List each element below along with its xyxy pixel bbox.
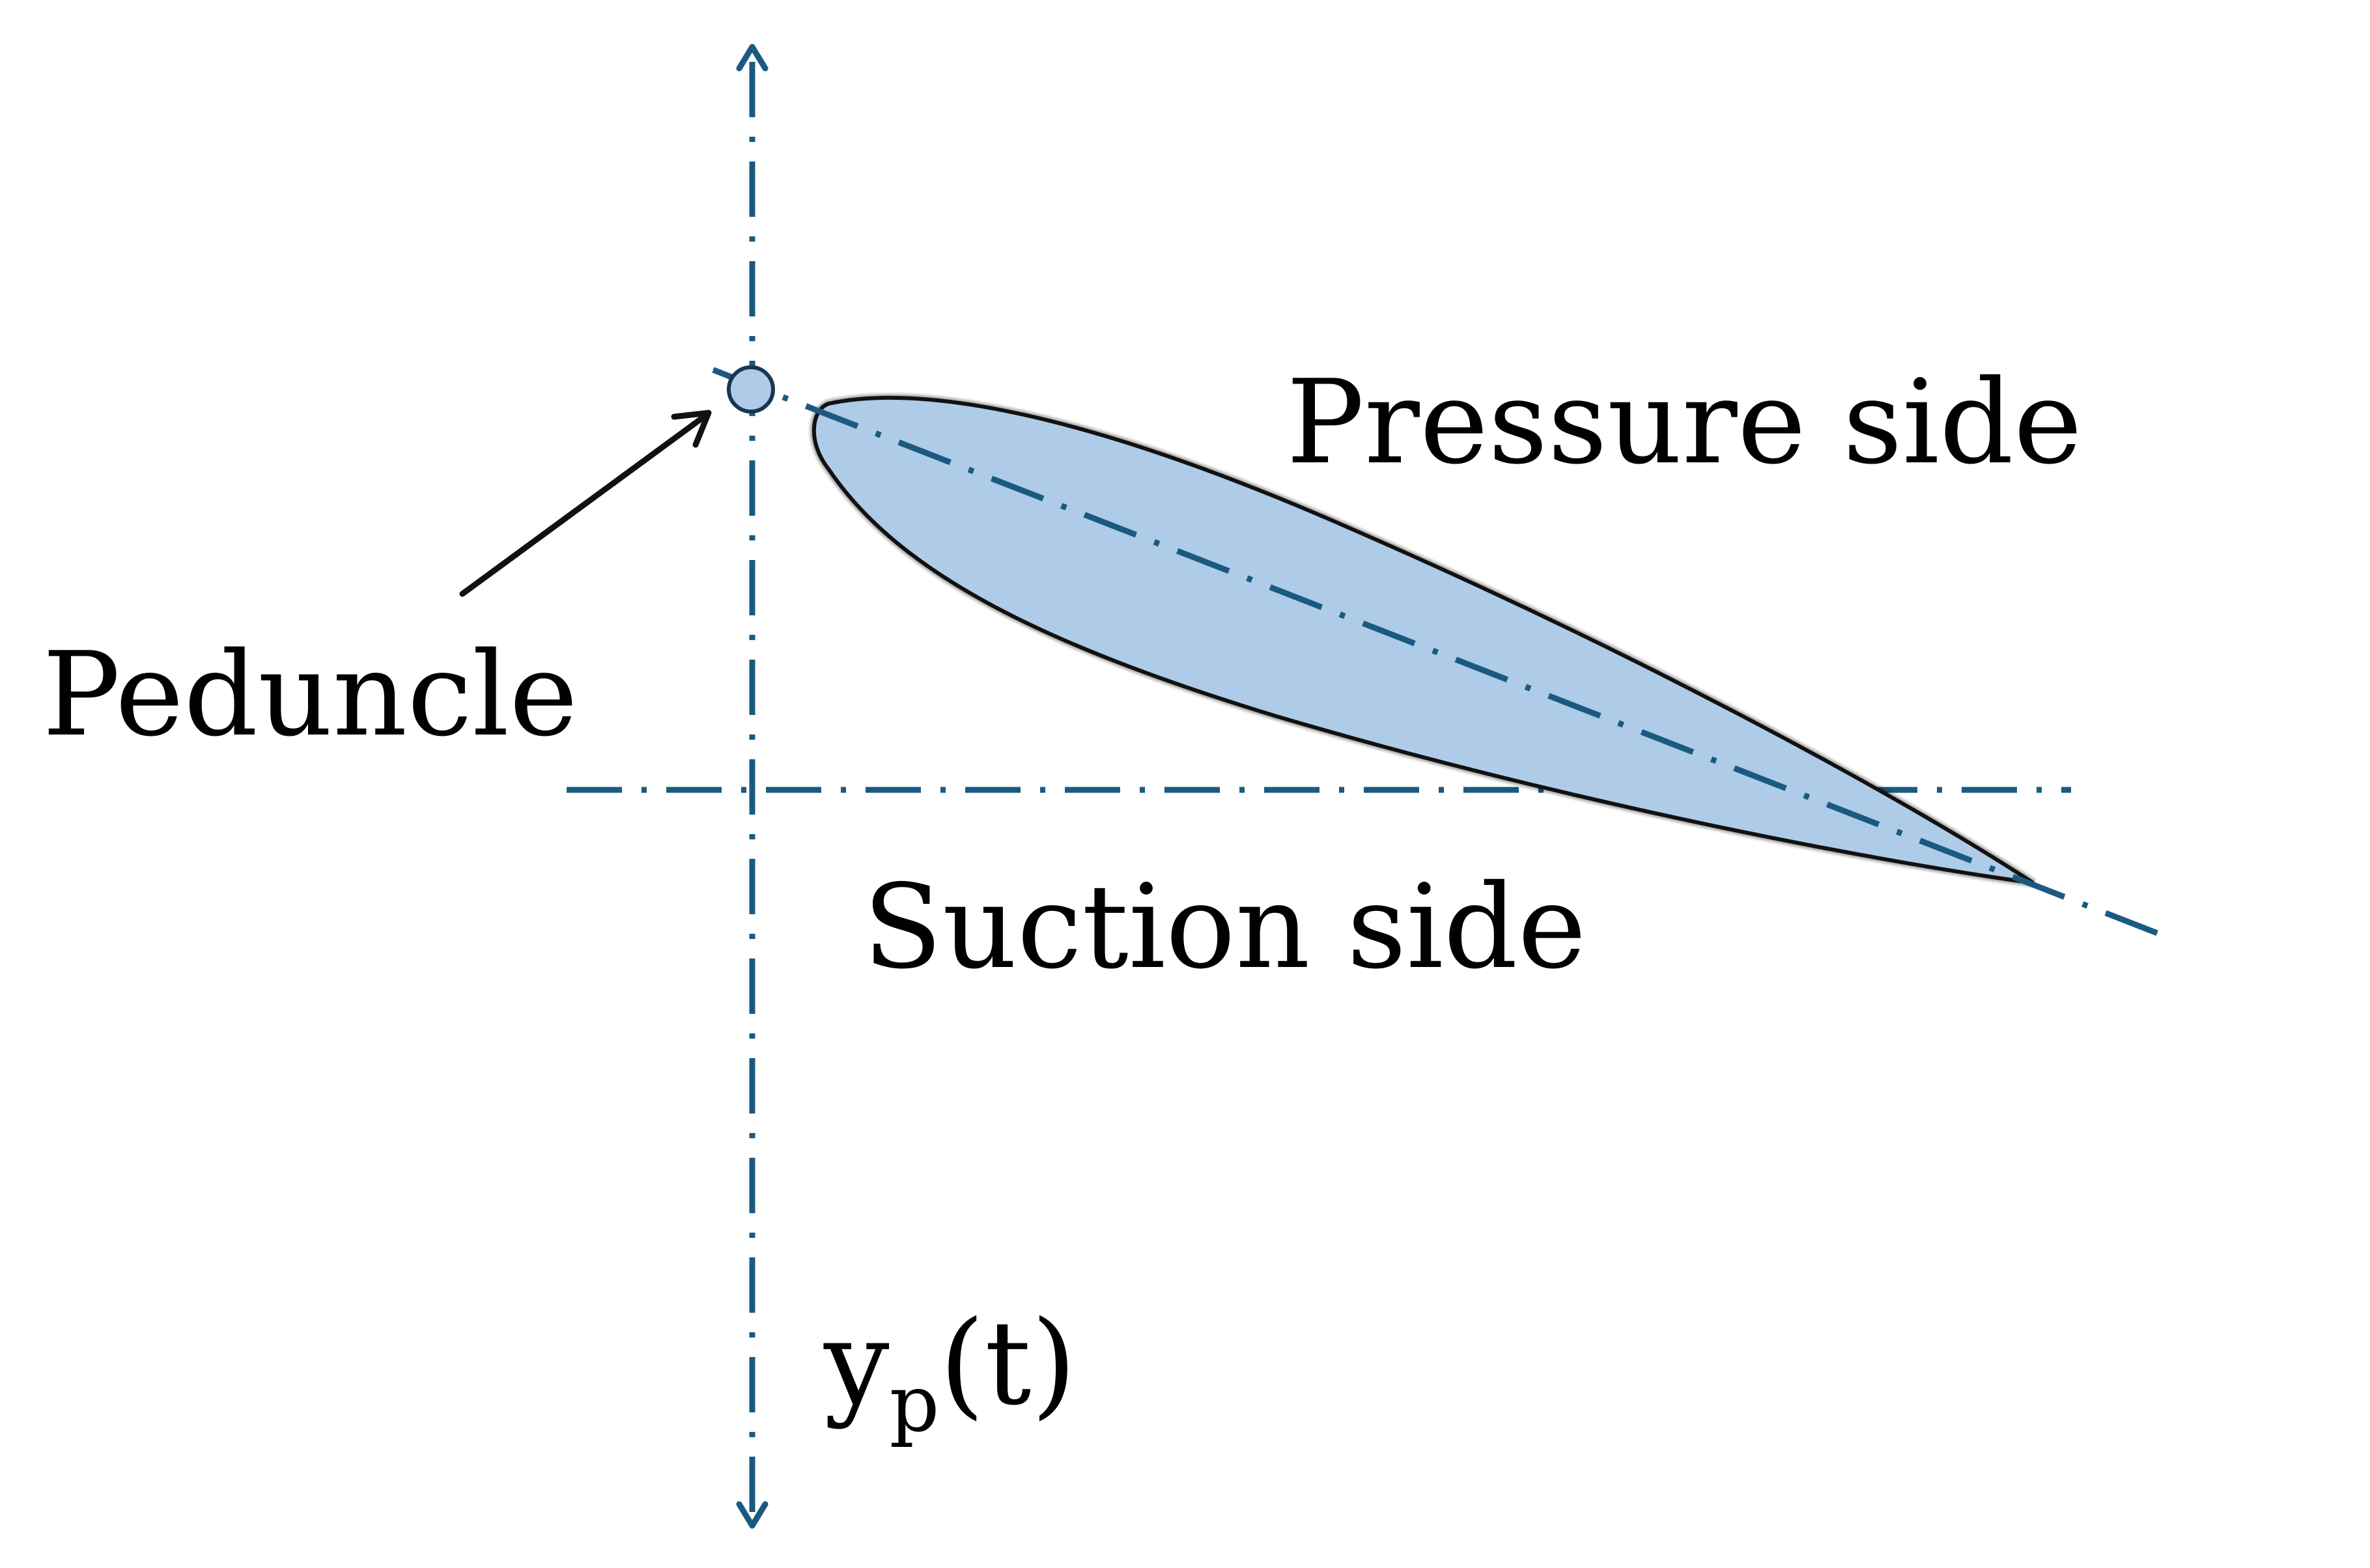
heave-symbol-argument: (t) (939, 1296, 1076, 1431)
peduncle-pivot-point (727, 365, 775, 413)
heave-symbol-y: y (823, 1296, 890, 1431)
foil-body (811, 395, 2035, 885)
heave-symbol-subscript: p (890, 1359, 940, 1449)
pressure-side-label: Pressure side (1286, 355, 2082, 490)
peduncle-label: Peduncle (42, 627, 578, 762)
heave-axis-down-arrowhead (736, 1501, 769, 1529)
peduncle-pointer-arrowhead (671, 410, 712, 448)
peduncle-pointer-arrow (459, 412, 710, 597)
chord-line (712, 367, 2164, 938)
heave-axis-up-arrowhead (736, 44, 769, 72)
suction-side-label: Suction side (863, 860, 1587, 994)
heave-displacement-label: yp(t) (823, 1296, 1077, 1449)
